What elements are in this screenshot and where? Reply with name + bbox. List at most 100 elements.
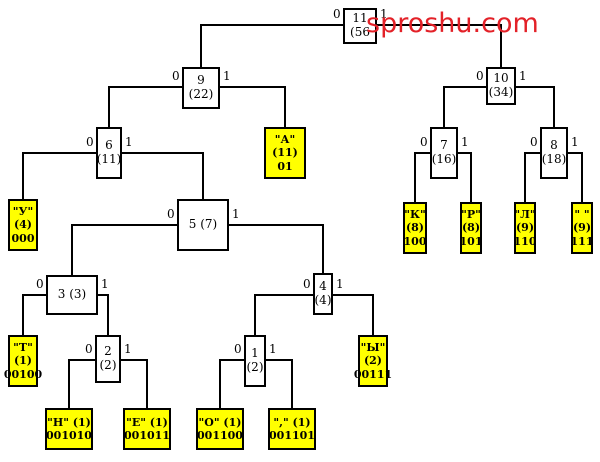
tree-node-n5: 5 (7): [177, 199, 229, 251]
edge-n3-lT: [22, 294, 46, 335]
edge-bit-label: 0: [36, 277, 44, 291]
node-text-line: 100: [403, 234, 427, 248]
edge-n8-lSp: [568, 152, 583, 202]
edge-n10-n7: [443, 86, 486, 127]
edge-bit-label: 1: [380, 7, 388, 21]
leaf-node-lE: "Е" (1)001011: [123, 408, 171, 450]
leaf-node-lO: "О" (1)001100: [196, 408, 244, 450]
node-text-line: (2): [99, 358, 117, 372]
edge-n7-lR: [458, 152, 472, 202]
node-text-line: (8): [405, 221, 425, 235]
node-text-line: "У": [12, 205, 34, 219]
node-text-line: "Т": [13, 341, 33, 355]
node-text-line: 110: [513, 234, 537, 248]
node-text-line: 4: [319, 279, 327, 294]
node-text-line: (9): [572, 221, 592, 235]
leaf-node-lY: "Ы"(2)00111: [354, 335, 392, 387]
node-text-line: "А": [274, 133, 296, 147]
edge-bit-label: 0: [172, 69, 180, 83]
edge-n5-n4: [229, 224, 324, 273]
edge-bit-label: 0: [530, 135, 538, 149]
node-text-line: 8: [550, 138, 558, 153]
leaf-node-lK: "К"(8)100: [403, 202, 427, 254]
node-text-line: 9: [197, 73, 205, 88]
node-text-line: (22): [188, 87, 214, 101]
edge-n11-n9: [200, 24, 343, 67]
edge-n2-lN: [68, 359, 95, 408]
edge-n5-n3: [71, 224, 177, 275]
edge-bit-label: 1: [232, 207, 240, 221]
node-text-line: 10: [493, 71, 509, 86]
edge-n1-lO: [219, 359, 244, 408]
leaf-node-lL: "Л"(9)110: [514, 202, 536, 254]
node-text-line: 01: [277, 159, 293, 173]
node-text-line: (4): [13, 218, 33, 232]
leaf-node-lN: "Н" (1)001010: [45, 408, 93, 450]
node-text-line: (34): [488, 85, 514, 99]
edge-bit-label: 0: [234, 342, 242, 356]
node-text-line: "Е" (1): [126, 415, 168, 429]
edge-n2-lE: [121, 359, 148, 408]
edge-n6-n5: [122, 152, 204, 199]
node-text-line: (11): [272, 146, 298, 160]
edge-n11-n10: [377, 24, 502, 67]
node-text-line: "Н" (1): [47, 415, 91, 429]
edge-bit-label: 0: [303, 277, 311, 291]
edge-bit-label: 0: [167, 207, 175, 221]
edge-bit-label: 1: [223, 69, 231, 83]
edge-bit-label: 0: [476, 69, 484, 83]
node-text-line: (4): [314, 293, 332, 307]
edge-n3-n2: [98, 294, 109, 335]
node-text-line: 001100: [197, 429, 243, 442]
edge-bit-label: 1: [571, 135, 579, 149]
edge-bit-label: 1: [336, 277, 344, 291]
node-text-line: "Р": [461, 208, 481, 222]
edge-bit-label: 1: [101, 277, 109, 291]
node-text-line: 001011: [124, 429, 170, 442]
watermark-text: sproshu.com: [366, 8, 539, 39]
node-text-line: "Л": [514, 208, 536, 222]
node-text-line: 2: [104, 344, 112, 359]
node-text-line: 00111: [353, 367, 393, 381]
node-text-line: 1: [251, 346, 259, 361]
edge-bit-label: 0: [85, 342, 93, 356]
leaf-node-lT: "Т"(1)00100: [4, 335, 42, 387]
node-text-line: 3 (3): [57, 287, 87, 302]
edge-bit-label: 1: [461, 135, 469, 149]
tree-node-n7: 7(16): [430, 127, 458, 179]
leaf-node-lSp: " "(9)111: [571, 202, 593, 254]
edge-bit-label: 1: [269, 342, 277, 356]
edge-n9-n6: [108, 86, 182, 127]
node-text-line: 111: [570, 234, 594, 248]
tree-node-n11: 11(56: [343, 8, 377, 44]
edge-n4-lY: [333, 294, 374, 335]
edge-n9-lA: [220, 86, 286, 127]
node-text-line: 001101: [269, 429, 315, 442]
edge-n8-lL: [524, 152, 540, 202]
node-text-line: 00100: [3, 367, 43, 381]
edge-bit-label: 1: [124, 342, 132, 356]
edge-n6-lU: [22, 152, 96, 199]
node-text-line: (18): [541, 152, 567, 166]
node-text-line: (2): [246, 360, 264, 374]
node-text-line: "Ы": [360, 341, 386, 355]
node-text-line: 11: [352, 11, 368, 26]
node-text-line: (9): [515, 221, 535, 235]
node-text-line: "О" (1): [198, 415, 242, 429]
edge-n7-lK: [414, 152, 430, 202]
node-text-line: 000: [11, 231, 35, 245]
node-text-line: 101: [459, 234, 483, 248]
tree-node-n2: 2(2): [95, 335, 121, 383]
node-text-line: 6: [105, 138, 113, 153]
edge-n10-n8: [516, 86, 555, 127]
node-text-line: (1): [13, 354, 33, 368]
node-text-line: " ": [574, 208, 590, 222]
node-text-line: 001010: [46, 429, 92, 442]
node-text-line: (11): [96, 152, 122, 166]
node-text-line: (8): [461, 221, 481, 235]
node-text-line: 7: [440, 138, 448, 153]
edge-bit-label: 0: [86, 135, 94, 149]
leaf-node-lA: "А"(11)01: [264, 127, 306, 179]
leaf-node-lR: "Р"(8)101: [460, 202, 482, 254]
